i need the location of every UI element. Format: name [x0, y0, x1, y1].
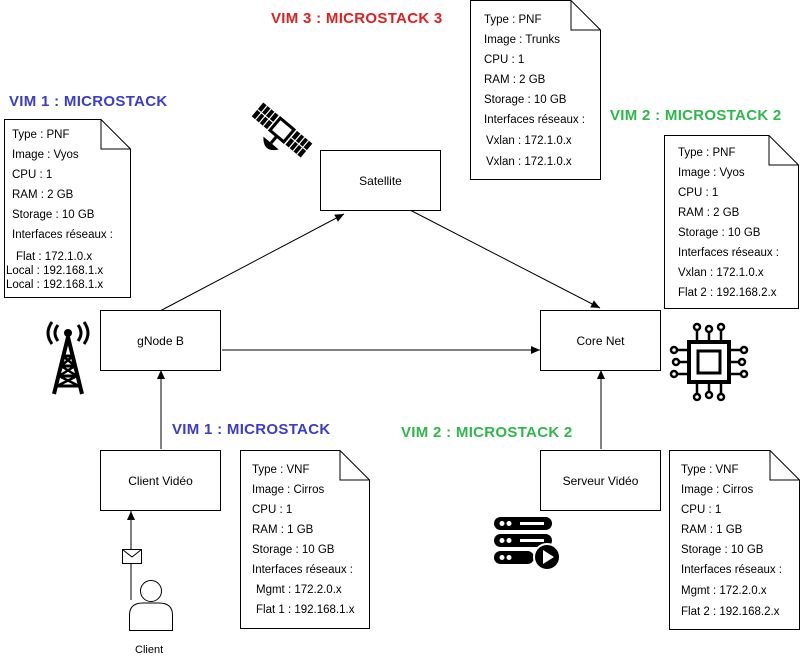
gnodeb-node[interactable]: gNode B	[100, 310, 221, 371]
note-line: Image : Vyos	[12, 149, 79, 161]
antenna-tower-icon	[46, 321, 90, 395]
note-line: Image : Trunks	[484, 34, 561, 46]
note-line: RAM : 2 GB	[678, 207, 740, 219]
vim1-top-title: VIM 1 : MICROSTACK	[9, 93, 168, 110]
note-line: Storage : 10 GB	[681, 544, 764, 556]
note-line: Image : Cirros	[252, 484, 325, 496]
vim2-bottom-title: VIM 2 : MICROSTACK 2	[401, 424, 573, 441]
edge-satellite-corenet	[409, 209, 601, 309]
note-line: Vxlan : 172.1.0.x	[486, 156, 572, 168]
note-line: Interfaces réseaux :	[484, 114, 585, 126]
gnodeb-label: gNode B	[137, 333, 184, 348]
note-line: Flat 2 : 192.168.2.x	[678, 287, 777, 299]
note-line: Mgmt : 172.2.0.x	[681, 585, 767, 597]
note-line: RAM : 2 GB	[12, 189, 74, 201]
note-line: Local : 192.168.1.x	[6, 279, 104, 291]
note-line: Type : PNF	[678, 147, 736, 159]
note-line: CPU : 1	[252, 504, 293, 516]
note-line: Type : VNF	[681, 464, 739, 476]
note-line: Mgmt : 172.2.0.x	[256, 584, 342, 596]
note-line: Type : PNF	[12, 129, 70, 141]
note-line: Image : Cirros	[681, 484, 754, 496]
note-line: Type : PNF	[484, 14, 542, 26]
video-server-icon	[494, 517, 561, 571]
client-label: Client	[135, 644, 164, 656]
note-vim2-top: Type : PNF Image : Vyos CPU : 1 RAM : 2 …	[664, 135, 799, 309]
note-line: Storage : 10 GB	[484, 94, 567, 106]
note-line: CPU : 1	[678, 187, 719, 199]
satellite-label: Satellite	[359, 173, 402, 188]
envelope-icon	[122, 549, 142, 564]
note-vim2-bottom: Type : VNF Image : Cirros CPU : 1 RAM : …	[669, 450, 800, 630]
note-line: Interfaces réseaux :	[681, 564, 782, 576]
note-line: Vxlan : 172.1.0.x	[678, 267, 764, 279]
note-line: Image : Vyos	[678, 167, 745, 179]
note-line: Storage : 10 GB	[252, 544, 335, 556]
note-vim3: Type : PNF Image : Trunks CPU : 1 RAM : …	[470, 0, 601, 180]
note-line: Interfaces réseaux :	[252, 564, 353, 576]
note-line: Local : 192.168.1.x	[6, 265, 104, 277]
cpu-chip-icon	[669, 322, 749, 402]
note-line: RAM : 1 GB	[681, 524, 743, 536]
user-icon	[129, 580, 173, 631]
corenet-node[interactable]: Core Net	[540, 310, 661, 371]
note-vim1-bottom: Type : VNF Image : Cirros CPU : 1 RAM : …	[240, 450, 370, 629]
note-line: Type : VNF	[252, 464, 310, 476]
note-vim1-top: Type : PNF Image : Vyos CPU : 1 RAM : 2 …	[4, 119, 131, 298]
note-line: RAM : 1 GB	[252, 524, 314, 536]
serveur-video-label: Serveur Vidéo	[562, 473, 639, 488]
satellite-node[interactable]: Satellite	[320, 150, 441, 211]
note-line: Flat 2 : 192.168.2.x	[681, 606, 780, 618]
vim1-bottom-title: VIM 1 : MICROSTACK	[172, 421, 331, 438]
note-line: Flat 1 : 192.168.1.x	[256, 604, 355, 616]
note-line: CPU : 1	[484, 54, 525, 66]
client-video-label: Client Vidéo	[128, 473, 193, 488]
corenet-label: Core Net	[576, 333, 625, 348]
note-line: Interfaces réseaux :	[678, 247, 779, 259]
note-line: CPU : 1	[681, 504, 722, 516]
note-line: RAM : 2 GB	[484, 74, 546, 86]
note-line: Storage : 10 GB	[12, 209, 95, 221]
note-line: Interfaces réseaux :	[12, 229, 113, 241]
vim2-top-title: VIM 2 : MICROSTACK 2	[610, 107, 782, 124]
vim3-title: VIM 3 : MICROSTACK 3	[271, 10, 443, 27]
note-line: Flat : 172.1.0.x	[16, 251, 93, 263]
edge-gnodeb-satellite	[159, 213, 345, 312]
satellite-icon	[251, 102, 313, 158]
client-video-node[interactable]: Client Vidéo	[100, 450, 221, 511]
note-line: Vxlan : 172.1.0.x	[486, 135, 572, 147]
note-line: CPU : 1	[12, 169, 53, 181]
serveur-video-node[interactable]: Serveur Vidéo	[540, 450, 661, 511]
note-line: Storage : 10 GB	[678, 227, 761, 239]
